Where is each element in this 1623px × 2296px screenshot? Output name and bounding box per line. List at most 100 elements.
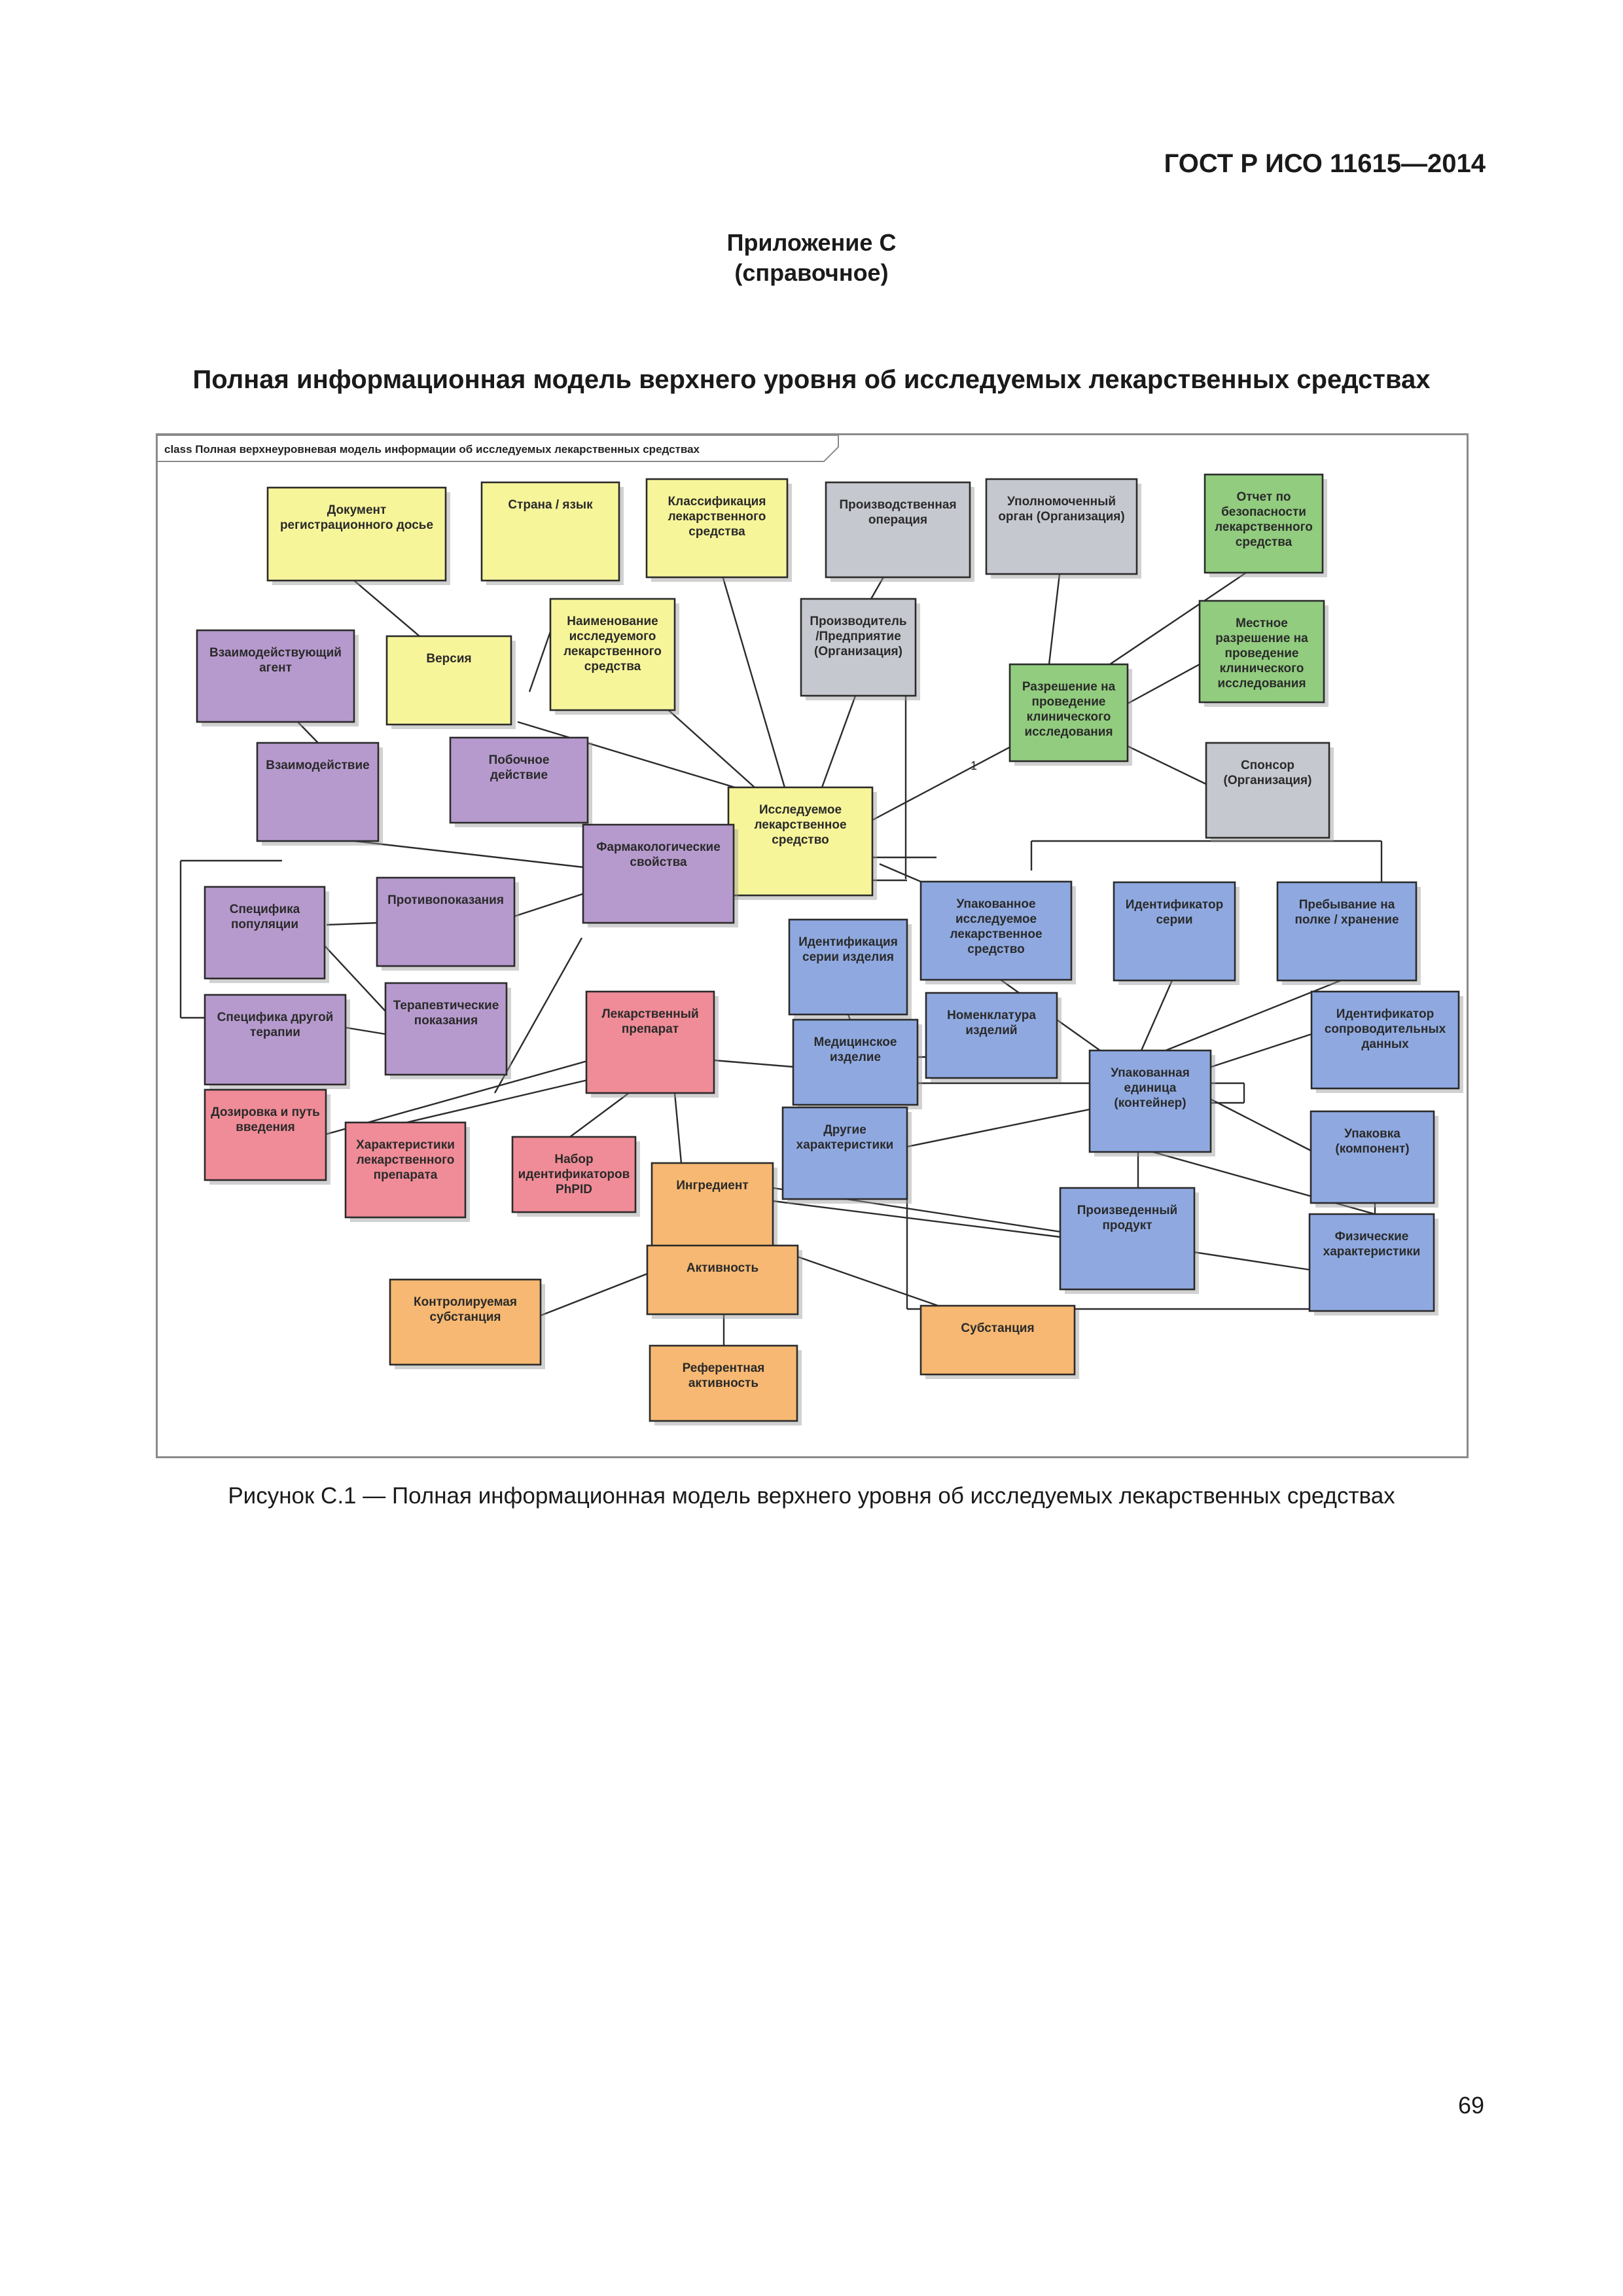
class-label-line: Ингредиент — [676, 1179, 748, 1193]
class-label-line: средство — [967, 942, 1024, 956]
class-label-line: популяции — [231, 918, 298, 931]
association-line-16 — [493, 937, 583, 1094]
class-box-dosage[interactable]: Дозировка и путь введения — [204, 1088, 330, 1185]
class-label-line: Классификация — [668, 495, 766, 509]
class-body — [919, 880, 1073, 981]
class-body — [1008, 663, 1129, 762]
class-label-line: характеристики — [796, 1138, 894, 1152]
class-label-line: лекарственного — [563, 645, 662, 658]
class-label-line: терапии — [250, 1026, 300, 1039]
class-label-line: Фармакологические — [596, 840, 721, 854]
class-label-line: средства — [1236, 535, 1293, 549]
class-label-line: введения — [236, 1121, 295, 1134]
class-label-line: исследования — [1217, 677, 1306, 691]
class-label-line: Идентификатор — [1126, 898, 1223, 912]
association-line-44 — [772, 1187, 1310, 1271]
association-line-29 — [847, 1014, 851, 1020]
class-label-line: исследуемое — [955, 912, 1037, 926]
class-box-contra[interactable]: Противопоказания — [376, 876, 519, 971]
class-label-line: Другие — [823, 1123, 866, 1137]
class-body — [196, 629, 355, 723]
class-label-line: лекарственное — [754, 818, 846, 832]
association-line-6 — [821, 690, 859, 788]
association-line-28 — [713, 1059, 794, 1068]
class-label-line: Взаимодействие — [266, 759, 369, 772]
association-line-19 — [324, 945, 386, 1012]
class-label-line: лекарственного — [357, 1153, 455, 1167]
class-label-line: средства — [688, 525, 745, 539]
class-label-line: Производитель — [810, 615, 906, 628]
class-body — [919, 1304, 1076, 1376]
class-label-line: разрешение на — [1215, 632, 1308, 645]
class-box-country[interactable]: Страна / язык — [480, 481, 624, 585]
association-line-26 — [569, 1092, 630, 1138]
page-number: 69 — [1457, 2092, 1484, 2119]
frame-tab: class Полная верхнеуровневая модель инфо… — [158, 435, 839, 462]
class-label-line: Отчет по — [1236, 490, 1291, 504]
class-label-line: (Организация) — [1224, 774, 1312, 787]
class-box-packcomp[interactable]: Упаковка(компонент) — [1310, 1110, 1438, 1208]
class-box-sponsor[interactable]: Спонсор (Организация) — [1205, 742, 1334, 842]
class-label-line: Упакованное — [956, 897, 1035, 911]
figure-caption: Рисунок С.1 — Полная информационная моде… — [228, 1483, 1395, 1509]
frame-label: class Полная верхнеуровневая модель инфо… — [164, 443, 700, 456]
class-box-manuf[interactable]: Производитель/Предприятие(Организация) — [800, 598, 920, 700]
class-label-line: Спонсор — [1241, 759, 1294, 772]
class-box-interact[interactable]: Взаимодействие — [256, 742, 383, 846]
association-line-37 — [1211, 1098, 1311, 1152]
class-box-name[interactable]: Наименованиеисследуемоголекарственногоср… — [549, 598, 679, 715]
figure-title: Полная информационная модель верхнего ур… — [192, 365, 1431, 394]
class-label-line: серии изделия — [802, 950, 894, 964]
class-label-line: Разрешение на — [1022, 680, 1116, 694]
class-box-substance[interactable]: Субстанция — [919, 1304, 1079, 1379]
class-label-line: Дозировка и путь — [211, 1105, 320, 1119]
class-body — [985, 478, 1138, 575]
class-box-activity[interactable]: Активность — [646, 1244, 802, 1319]
association-line-3 — [664, 706, 755, 788]
class-box-version[interactable]: Версия — [385, 635, 516, 729]
class-box-packinv[interactable]: Упакованноеисследуемоелекарственноесредс… — [919, 880, 1076, 984]
class-label-line: лекарственное — [950, 927, 1042, 941]
class-label-line: Лекарственный — [601, 1007, 698, 1021]
class-label-line: Местное — [1236, 617, 1288, 630]
class-box-ctauth[interactable]: Разрешение напроведениеклиническогоиссле… — [1008, 663, 1132, 766]
class-label-line: Специфика — [230, 903, 300, 916]
class-box-popspec[interactable]: Специфика популяции — [204, 886, 329, 983]
association-line-11 — [1127, 745, 1207, 785]
standard-designation: ГОСТ Р ИСО 11615—2014 — [1164, 149, 1486, 178]
class-body — [1276, 881, 1418, 982]
class-body — [480, 481, 620, 582]
association-line-0 — [353, 580, 420, 637]
class-box-safety[interactable]: Отчет побезопасностилекарственногосредст… — [1204, 473, 1327, 577]
association-line-25 — [406, 1072, 616, 1124]
class-box-ingred[interactable]: Ингредиент — [651, 1162, 777, 1253]
class-label-line: Произведенный — [1077, 1204, 1177, 1217]
class-diagram: class Полная верхнеуровневая модель инфо… — [158, 435, 1463, 1426]
